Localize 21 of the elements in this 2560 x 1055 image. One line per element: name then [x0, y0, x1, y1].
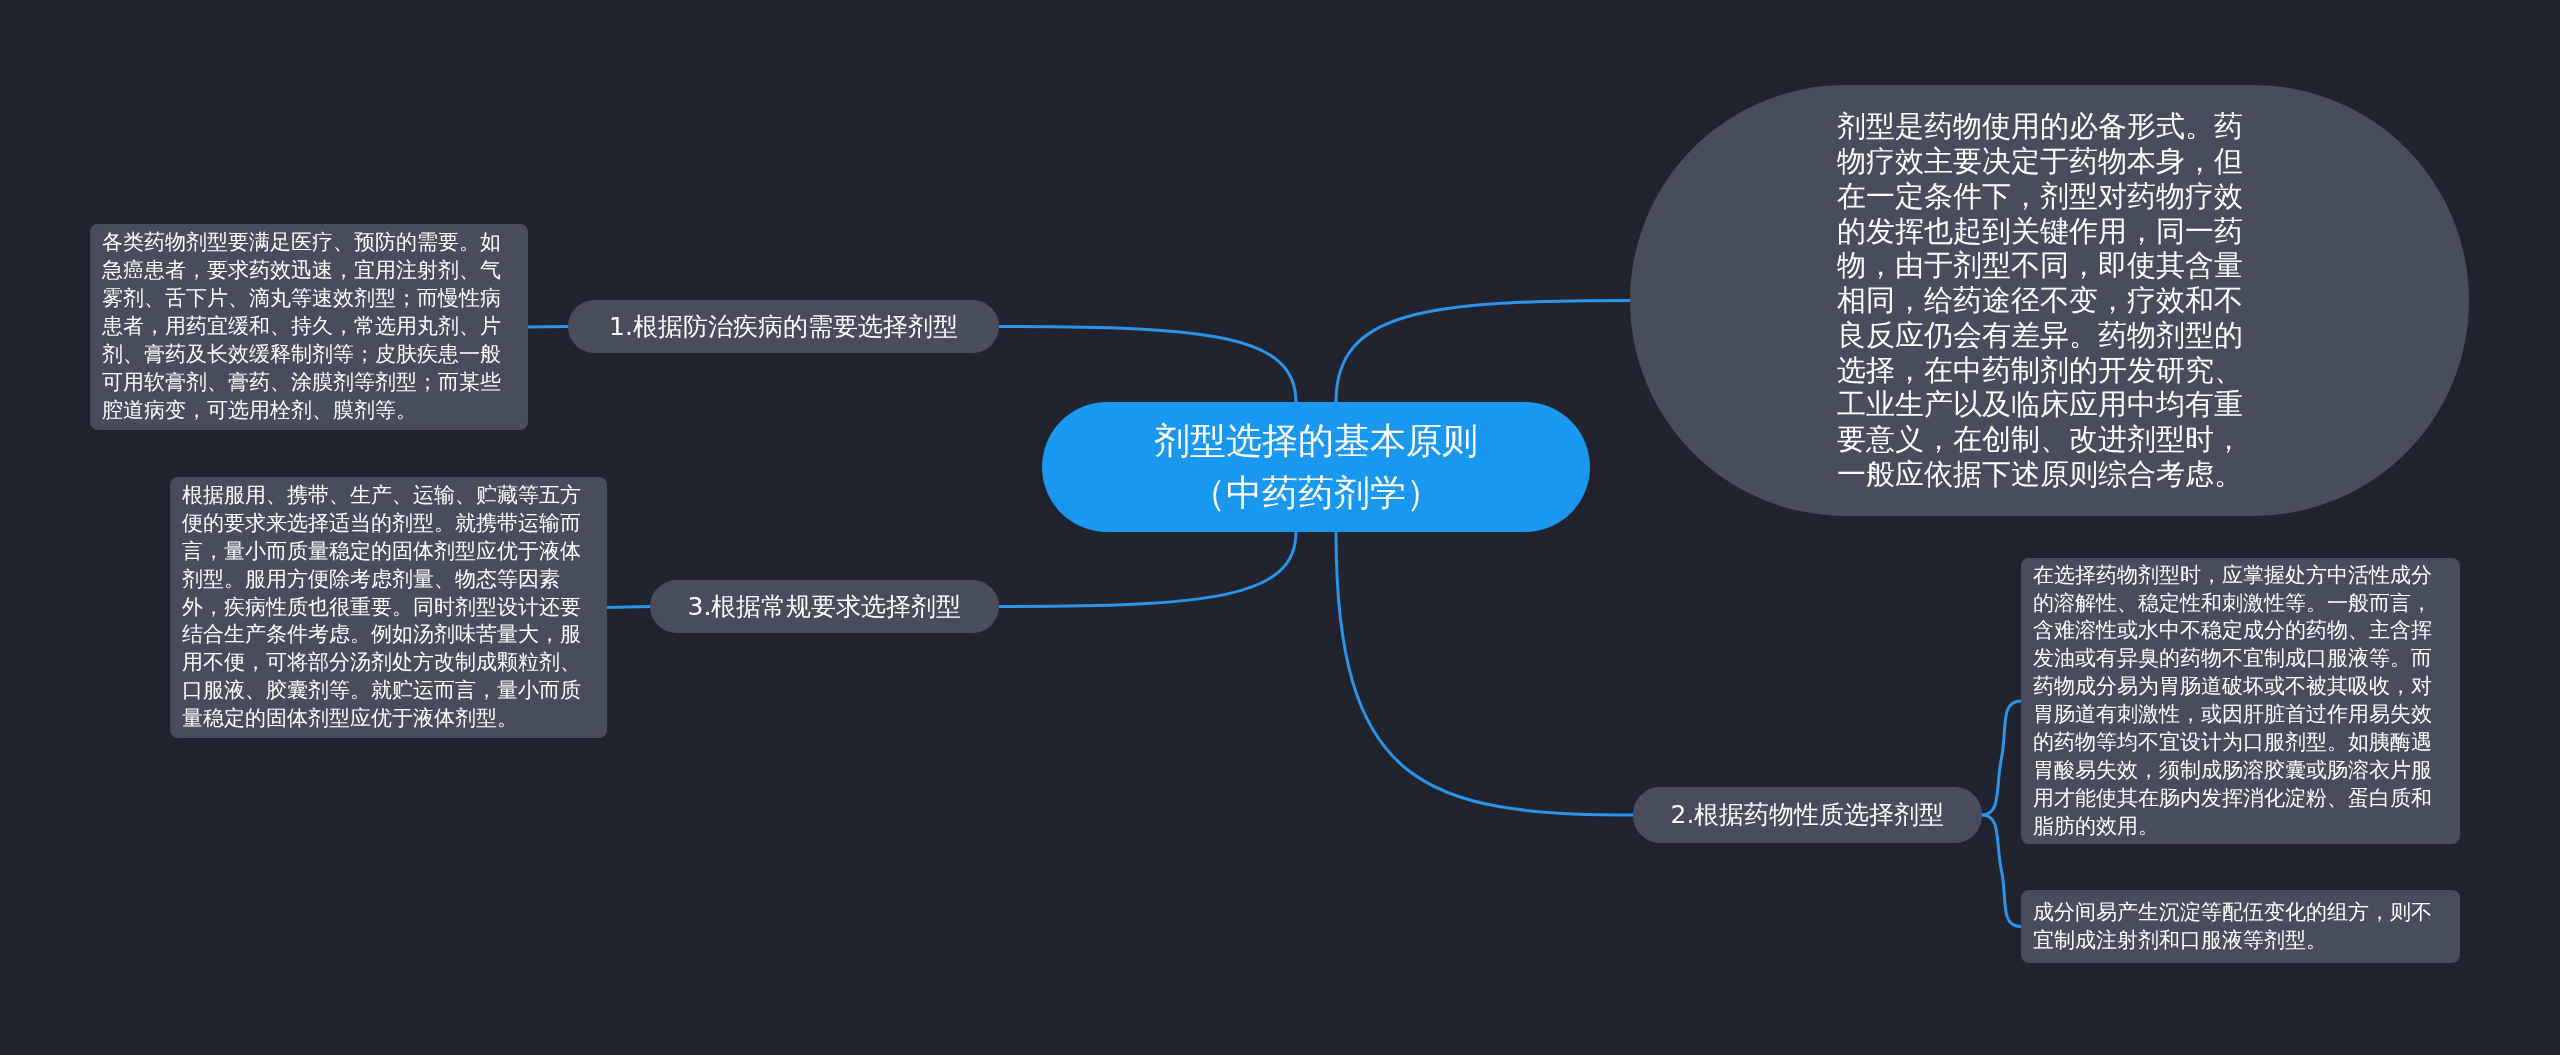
connector-line [1981, 699, 2022, 817]
branch-box [568, 300, 999, 353]
branch-text: 1.根据防治疾病的需要选择剂型 [609, 311, 958, 342]
connector-line [1334, 299, 1631, 403]
description-text: 剂型是药物使用的必备形式。药物疗效主要决定于药物本身，但在一定条件下，剂型对药物疗效的发挥也起到关键作用，同一药物，由于剂型不同，即使其含量相同，给药途径不变，疗效和不良反应仍会有差异。药物剂型的选择，在中药制剂的开发研究、工业生产以及临床应用中均有重要意义，在创制、改进剂型时，一般应依据下述原则综合考虑。 [1837, 109, 2244, 492]
connector-line [999, 325, 1298, 403]
topic-text: 剂型选择的基本原则（中药药剂学） [1153, 418, 1479, 515]
connector-line [999, 531, 1298, 608]
branch-text: 3.根据常规要求选择剂型 [687, 591, 962, 622]
note-text: 根据服用、携带、生产、运输、贮藏等五方便的要求来选择适当的剂型。就携带运输而言，量小而质量稳定的固体剂型应优于液体剂型。服用方便除考虑剂量、物态等因素外，疾病性质也很重要。同时剂型设计还要结合生产条件考虑。例如汤剂味苦量大，服用不便，可将部分汤剂处方改制成颗粒剂、口服液、胶囊剂等。就贮运而言，量小而质量稳定的固体剂型应优于液体剂型。 [182, 482, 582, 733]
branch-box [650, 580, 999, 633]
connector-line [527, 325, 569, 329]
branch-text: 2.根据药物性质选择剂型 [1670, 800, 1945, 830]
connector-line [1981, 813, 2022, 928]
note-text: 在选择药物剂型时，应掌握处方中活性成分的溶解性、稳定性和刺激性等。一般而言，含难溶性或水中不稳定成分的药物、主含挥发油或有异臭的药物不宜制成口服液等。而药物成分易为胃肠道破坏或不被其吸收，对胃肠道有刺激性，或因肝脏首过作用易失效的药物等均不宜设计为口服剂型。如胰酶遇胃酸易失效，须制成肠溶胶囊或肠溶衣片服用才能使其在肠内发挥消化淀粉、蛋白质和脂肪的效用。 [2033, 561, 2433, 840]
branch-box [1633, 787, 1982, 843]
connector-line [606, 605, 651, 609]
note-text: 各类药物剂型要满足医疗、预防的需要。如急癌患者，要求药效迅速，宜用注射剂、气雾剂、舌下片、滴丸等速效剂型；而慢性病患者，用药宜缓和、持久，常选用丸剂、片剂、膏药及长效缓释制剂等；皮肤疾患一般可用软膏剂、膏药、涂膜剂等剂型；而某些腔道病变，可选用栓剂、膜剂等。 [102, 229, 502, 424]
note-text: 成分间易产生沉淀等配伍变化的组方，则不宜制成注射剂和口服液等剂型。 [2033, 898, 2433, 954]
note-box [2021, 890, 2460, 963]
connector-line [1334, 531, 1634, 817]
